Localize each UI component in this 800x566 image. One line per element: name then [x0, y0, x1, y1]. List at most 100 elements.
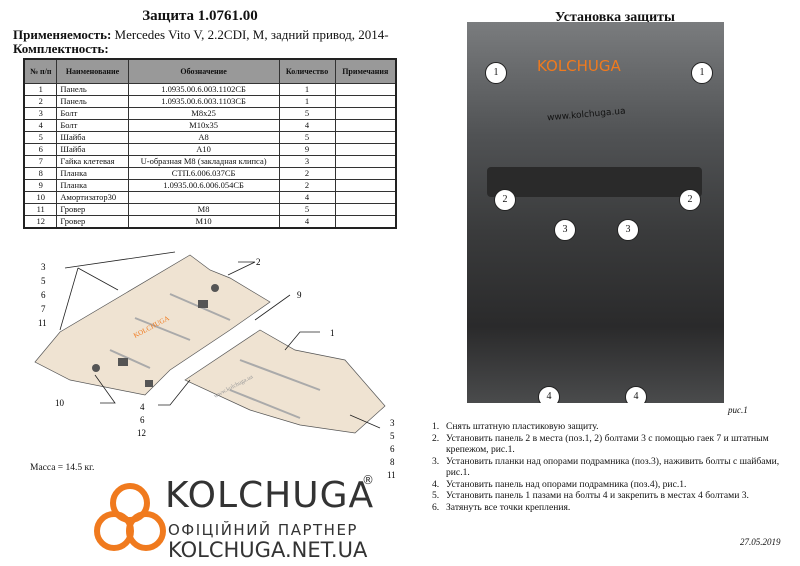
step-text: Установить планки над опорами подрамника… — [446, 455, 780, 479]
column-header: № п/п — [23, 58, 58, 84]
step-number: 3. — [432, 455, 440, 467]
photo-callout-1b: 1 — [691, 62, 713, 84]
part-code: M8 — [127, 202, 280, 216]
kolchuga-rings-logo — [94, 483, 166, 551]
mass: Масса = 14.5 кг. — [30, 463, 95, 473]
kolchuga-watermark: KOLCHUGA ® ОФІЦІЙНИЙ ПАРТНЕР KOLCHUGA.NE… — [90, 473, 380, 566]
part-name: Панель — [56, 82, 129, 96]
part-quantity: 1 — [278, 82, 336, 96]
part-code: A8 — [127, 130, 280, 144]
row-number: 7 — [23, 154, 58, 168]
row-number: 4 — [23, 118, 58, 132]
kit-label: Комплектность: — [13, 41, 109, 56]
row-number: 8 — [23, 166, 58, 180]
part-code: 1.0935.00.6.003.1102СБ — [127, 82, 280, 96]
part-name: Гайка клетевая — [56, 154, 129, 168]
install-title: Установка защиты — [555, 10, 675, 25]
part-code: M10 — [127, 214, 280, 228]
column-header: Обозначение — [127, 58, 280, 84]
part-name: Панель — [56, 94, 129, 108]
install-step: 4.Установить панель над опорами подрамни… — [432, 479, 792, 491]
row-number: 5 — [23, 130, 58, 144]
install-steps: 1. Снять штатную пластиковую защиту. 2. Уст… — [432, 421, 792, 513]
part-code: U-образная M8 (закладная клипса) — [127, 154, 280, 168]
leader-lines — [59, 251, 381, 429]
photo-callout-4b: 4 — [625, 386, 647, 403]
part-note — [334, 190, 397, 204]
part-note — [334, 214, 397, 228]
date: 27.05.2019 — [740, 537, 781, 547]
part-quantity: 4 — [278, 214, 336, 228]
part-quantity: 5 — [278, 106, 336, 120]
part-note — [334, 166, 397, 180]
row-number: 2 — [23, 94, 58, 108]
fasteners — [92, 284, 219, 387]
install-step: 5. Установить панель 1 пазами на болты 4 … — [432, 490, 792, 502]
step-number: 6. — [432, 501, 440, 513]
photo-callout-1: 1 — [485, 62, 507, 84]
install-photo: KOLCHUGA www.kolchuga.ua 1 1 2 2 3 3 4 4 — [467, 22, 724, 403]
part-note — [334, 142, 397, 156]
row-number: 11 — [23, 202, 58, 216]
part-note — [334, 178, 397, 192]
part-note — [334, 118, 397, 132]
part-name: Амортизатор30 — [56, 190, 129, 204]
step-text: Снять штатную пластиковую защиту. — [446, 421, 599, 432]
step-number: 2. — [432, 432, 440, 444]
part-note — [334, 202, 397, 216]
photo-callout-3: 3 — [554, 219, 576, 241]
figure-caption: рис.1 — [728, 405, 748, 415]
column-header: Примечания — [334, 58, 397, 84]
photo-logo: KOLCHUGA — [537, 57, 621, 75]
part-code: A10 — [127, 142, 280, 156]
step-number: 4. — [432, 478, 440, 490]
part-quantity: 1 — [278, 94, 336, 108]
photo-callout-4: 4 — [538, 386, 560, 403]
part-code: M10x35 — [127, 118, 280, 132]
part-quantity: 5 — [278, 130, 336, 144]
part-quantity: 2 — [278, 178, 336, 192]
install-step: 2. Установить панель 2 в места (поз.1, 2)… — [432, 433, 792, 456]
part-name: Болт — [56, 106, 129, 120]
install-step: 1. Снять штатную пластиковую защиту. — [432, 421, 792, 433]
part-code: M8x25 — [127, 106, 280, 120]
part-name: Болт — [56, 118, 129, 132]
applicability-label: Применяемость: — [13, 27, 112, 42]
callout-9: 9 — [297, 290, 302, 300]
panel-1 — [184, 329, 386, 434]
part-name: Гровер — [56, 202, 129, 216]
part-quantity: 2 — [278, 166, 336, 180]
applicability-value: Mercedes Vito V, 2.2CDI, M, задний приво… — [114, 27, 389, 42]
watermark-brand: KOLCHUGA — [165, 475, 375, 516]
row-number: 9 — [23, 178, 58, 192]
callout-10: 10 — [55, 398, 65, 408]
photo-callout-2b: 2 — [679, 189, 701, 211]
step-number: 5. — [432, 490, 440, 501]
step-text: Установить панель 1 пазами на болты 4 и … — [446, 490, 749, 501]
step-text: Установить панель 2 в места (поз.1, 2) б… — [446, 432, 769, 456]
install-step: 3. Установить планки над опорами подрамни… — [432, 456, 792, 479]
part-note — [334, 130, 397, 144]
column-header: Наименование — [56, 58, 129, 84]
row-number: 12 — [23, 214, 58, 228]
part-note — [334, 94, 397, 108]
part-code: 1.0935.00.6.003.1103СБ — [127, 94, 280, 108]
step-number: 1. — [432, 421, 440, 432]
part-quantity: 4 — [278, 190, 336, 204]
applicability: Применяемость: Mercedes Vito V, 2.2CDI, … — [13, 27, 389, 43]
